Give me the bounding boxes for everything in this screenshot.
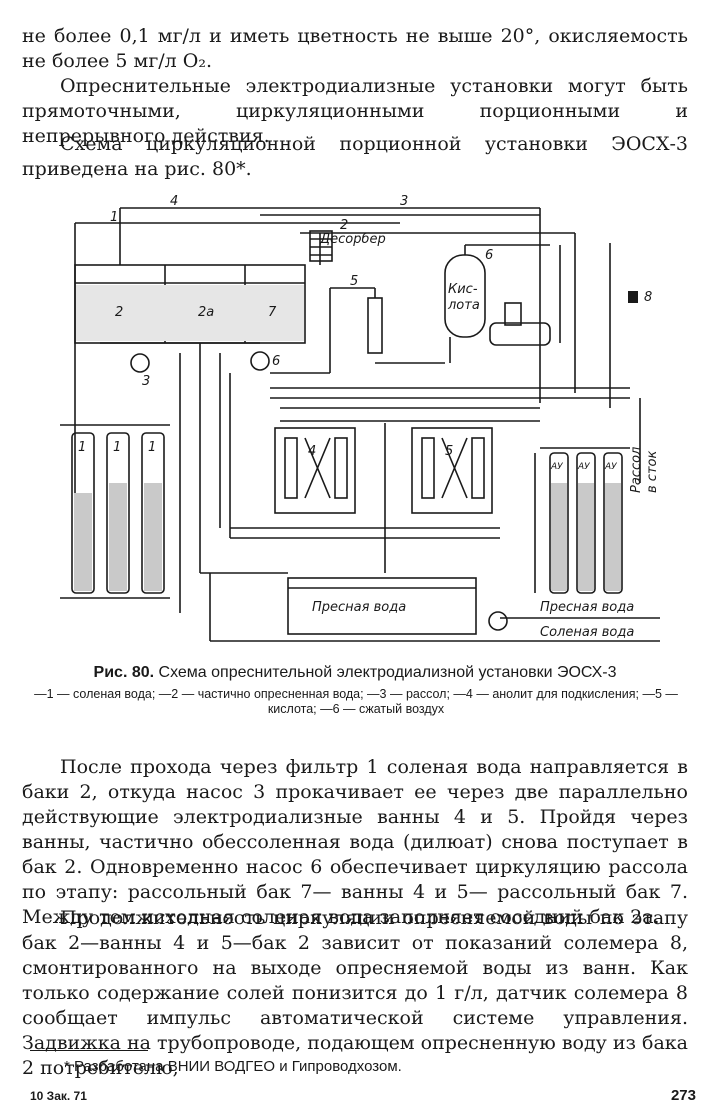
paragraph-process-2: Продолжительность циркуляции опресняемой… xyxy=(22,907,688,1079)
paragraph-figure-ref: Схема циркуляционной порционной установк… xyxy=(22,133,688,180)
brine-label-2: в сток xyxy=(645,451,660,493)
au-label-2: АУ xyxy=(577,462,590,472)
pump-6-label: 6 xyxy=(272,354,280,369)
figure-caption-title: Схема опреснительной электродиализной ус… xyxy=(158,664,617,681)
paragraph-process-1: После прохода через фильтр 1 соленая вод… xyxy=(22,756,688,928)
figure-caption-prefix: Рис. 80. xyxy=(93,664,155,681)
bath-5-label: 5 xyxy=(445,444,453,459)
filter-column-3 xyxy=(141,432,165,594)
line-label-1: 1 xyxy=(110,210,118,225)
fresh-water-out-label: Пресная вода xyxy=(540,600,634,615)
au-column-1 xyxy=(549,452,569,594)
filter-column-2 xyxy=(106,432,130,594)
brine-label-1: Рассол xyxy=(629,447,644,493)
bath-5 xyxy=(411,427,493,514)
au-column-3 xyxy=(603,452,623,594)
fresh-water-tank xyxy=(287,577,477,635)
figure-legend: —1 — соленая вода; —2 — частично опресне… xyxy=(34,687,678,716)
desorber-label: Десорбер xyxy=(319,232,386,247)
page-number: 273 xyxy=(670,1087,696,1104)
salt-water-in-label: Соленая вода xyxy=(540,625,634,640)
footnote-rule xyxy=(30,1050,148,1051)
line-label-5: 5 xyxy=(350,274,358,289)
tank-7-label: 7 xyxy=(268,305,277,320)
figure-80-diagram: Десорбер Кис- лота Пресная вода Пресная … xyxy=(60,194,660,642)
line-label-2: 2 xyxy=(340,218,348,233)
au-label-3: АУ xyxy=(604,462,617,472)
tank-2a-label: 2а xyxy=(198,305,214,320)
line-label-6: 6 xyxy=(485,248,493,263)
bath-4 xyxy=(274,427,356,514)
acid-label-1: Кис- xyxy=(448,282,478,297)
compressor xyxy=(489,322,551,346)
au-column-2 xyxy=(576,452,596,594)
saltmeter-8 xyxy=(628,291,638,303)
filter-column-1 xyxy=(71,432,95,594)
figure-caption: Рис. 80. Схема опреснительной электродиа… xyxy=(0,664,710,682)
au-label-1: АУ xyxy=(550,462,563,472)
filter-1-label-c: 1 xyxy=(148,440,156,455)
pump-6 xyxy=(250,351,270,371)
pump-3 xyxy=(130,353,150,373)
filter-1-label-b: 1 xyxy=(113,440,121,455)
line-label-3: 3 xyxy=(400,194,408,209)
paragraph-installations: Опреснительные электродиализные установк… xyxy=(22,75,688,147)
fresh-water-tank-label: Пресная вода xyxy=(312,600,406,615)
footnote: * Разработана ВНИИ ВОДГЕО и Гипроводхозо… xyxy=(64,1058,402,1075)
line-label-4: 4 xyxy=(170,194,178,209)
tank-2-label: 2 xyxy=(115,305,123,320)
pump-3-label: 3 xyxy=(142,374,150,389)
filter-1-label-a: 1 xyxy=(78,440,86,455)
pump-fresh-water xyxy=(488,611,508,631)
bath-4-label: 4 xyxy=(308,444,316,459)
desorber xyxy=(309,230,333,262)
paragraph-continuation: не более 0,1 мг/л и иметь цветность не в… xyxy=(22,25,688,72)
printer-signature: 10 Зак. 71 xyxy=(30,1089,87,1103)
acid-label-2: лота xyxy=(447,298,480,313)
acid-meter xyxy=(367,297,383,354)
saltmeter-8-label: 8 xyxy=(644,290,652,305)
